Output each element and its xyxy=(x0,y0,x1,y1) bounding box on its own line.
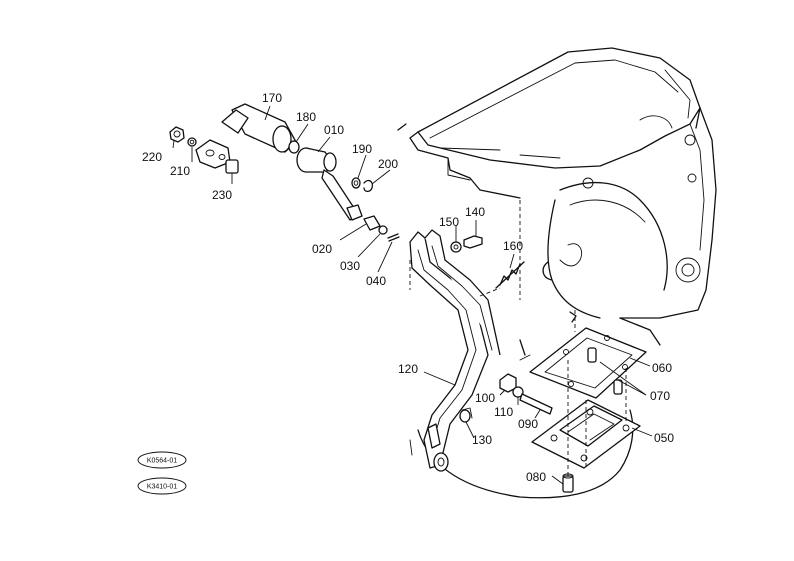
part-label-230: 230 xyxy=(212,188,232,202)
part-label-060: 060 xyxy=(652,361,672,375)
leader-lines xyxy=(172,105,653,485)
main-shift-lever xyxy=(409,229,501,472)
part-label-150: 150 xyxy=(439,215,459,229)
reference-tags: K0564-01 K3410-01 xyxy=(137,451,187,495)
part-label-090: 090 xyxy=(518,417,538,431)
part-label-210: 210 xyxy=(170,164,190,178)
part-label-010: 010 xyxy=(324,123,344,137)
part-label-080: 080 xyxy=(526,470,546,484)
fasteners-and-spring xyxy=(450,235,525,297)
part-label-070: 070 xyxy=(650,389,670,403)
cover-plate-assembly xyxy=(499,310,647,493)
part-label-050: 050 xyxy=(654,431,674,445)
part-label-180: 180 xyxy=(296,110,316,124)
part-label-110: 110 xyxy=(494,405,513,419)
part-label-040: 040 xyxy=(366,274,386,288)
part-label-190: 190 xyxy=(352,142,372,156)
part-label-160: 160 xyxy=(503,239,523,253)
part-label-140: 140 xyxy=(465,205,485,219)
part-label-030: 030 xyxy=(340,259,360,273)
part-label-020: 020 xyxy=(312,242,332,256)
part-label-100: 100 xyxy=(475,391,495,405)
reference-tag-2: K3410-01 xyxy=(147,484,177,491)
reference-tag-1: K0564-01 xyxy=(147,458,177,465)
part-number-labels: 170 180 010 190 200 220 210 230 020 030 … xyxy=(142,91,674,484)
part-label-200: 200 xyxy=(378,157,398,171)
part-label-220: 220 xyxy=(142,150,162,164)
part-label-130: 130 xyxy=(472,433,492,447)
upper-lever-assembly xyxy=(169,103,400,242)
part-label-120: 120 xyxy=(398,362,418,376)
part-label-170: 170 xyxy=(262,91,282,105)
transmission-housing xyxy=(397,47,717,499)
